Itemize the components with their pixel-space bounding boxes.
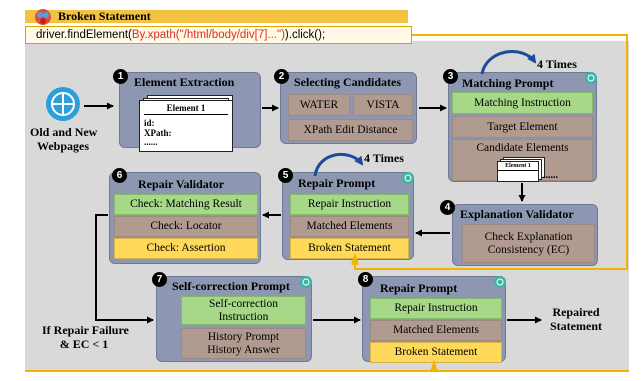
step7-history: History Prompt History Answer [181,328,306,359]
element-doc: Element 1 id: XPath: ...... [139,100,233,152]
step4-number: 4 [440,200,455,215]
step7-number: 7 [152,272,167,287]
step8-repair-instruction: Repair Instruction [370,298,502,319]
element-doc-xpath: XPath: [144,128,172,138]
step8-broken-statement: Broken Statement [370,342,502,363]
llm-icon-step3 [585,72,597,84]
code-suffix: ).click(); [284,29,326,41]
orange-connector-top [412,34,628,36]
candidate-doc: Element 1 [497,161,539,182]
candidate-doc-more: ...... [543,170,558,181]
step3-matching-instruction: Matching Instruction [452,92,593,114]
llm-icon-step5 [402,172,414,184]
candidate-doc-title: Element 1 [498,162,538,171]
llm-icon-step8 [494,276,506,288]
bug-icon [35,9,51,25]
step4-title: Explanation Validator [460,207,574,221]
step3-title: Matching Prompt [462,76,554,90]
chip-vista: VISTA [353,94,413,116]
step6-check-matching-result: Check: Matching Result [114,194,258,215]
globe-icon [46,87,80,121]
element-doc-id: id: [144,118,155,128]
loop-arrow-step5 [313,153,364,177]
output-line-2: Statement [550,319,602,333]
step6-check-locator: Check: Locator [114,216,258,237]
step5-title: Repair Prompt [298,176,376,190]
element-doc-title: Element 1 [144,103,228,115]
broken-statement-code: driver.findElement(By.xpath("/html/body/… [25,26,412,44]
step3-target-element: Target Element [452,116,593,138]
step4-check-ec: Check Explanation Consistency (EC) [462,224,595,263]
step4-check-ec-line1: Check Explanation [484,230,573,243]
step5-repair-instruction: Repair Instruction [290,194,409,215]
step2-title: Selecting Candidates [294,75,402,89]
input-line-1: Old and New [30,125,98,139]
orange-connector-mid [356,268,628,270]
step5-matched-elements: Matched Elements [290,216,409,237]
step7-history-answer: History Answer [207,343,280,356]
orange-connector-right [626,34,628,270]
code-prefix: driver.findElement( [36,29,132,41]
step5-number: 5 [278,168,293,183]
step6-check-assertion: Check: Assertion [114,238,258,259]
header-bar [25,10,408,23]
step8-title: Repair Prompt [380,281,458,295]
step7-instruction-line2: Instruction [218,310,269,323]
orange-connector-up [354,256,356,270]
code-locator: By.xpath("/html/body/div[7]...") [131,29,285,41]
condition-line-2: & EC < 1 [59,337,109,351]
input-line-2: Webpages [36,139,89,153]
step6-title: Repair Validator [138,177,225,191]
step3-times: 4 Times [537,57,577,71]
step7-self-correction-instruction: Self-correction Instruction [181,296,306,325]
step7-history-prompt: History Prompt [207,330,280,343]
step1-title: Element Extraction [134,75,235,89]
llm-icon-step7 [300,276,312,288]
step5-broken-statement: Broken Statement [290,238,409,259]
orange-connector-bottom [25,370,629,372]
arrow-step6-to-step7 [95,214,154,324]
output-line-1: Repaired [552,305,600,319]
condition-line-1: If Repair Failure [42,323,129,337]
orange-connector-up2 [433,363,435,371]
step6-number: 6 [112,168,127,183]
step8-number: 8 [358,272,373,287]
header-title: Broken Statement [58,9,151,23]
step5-times: 4 Times [364,151,404,165]
step3-number: 3 [443,69,458,84]
orange-arrowhead-step8 [430,359,438,373]
chip-xpath-edit-distance: XPath Edit Distance [288,119,413,141]
orange-arrowhead-step5 [351,252,359,266]
element-doc-more: ...... [144,137,158,147]
step7-title: Self-correction Prompt [172,279,290,293]
step2-number: 2 [274,69,289,84]
step8-matched-elements: Matched Elements [370,320,502,341]
step4-check-ec-line2: Consistency (EC) [487,243,570,256]
chip-water: WATER [288,94,350,116]
loop-arrow-step3 [480,50,537,75]
step1-number: 1 [113,69,128,84]
step7-instruction-line1: Self-correction [209,297,278,310]
